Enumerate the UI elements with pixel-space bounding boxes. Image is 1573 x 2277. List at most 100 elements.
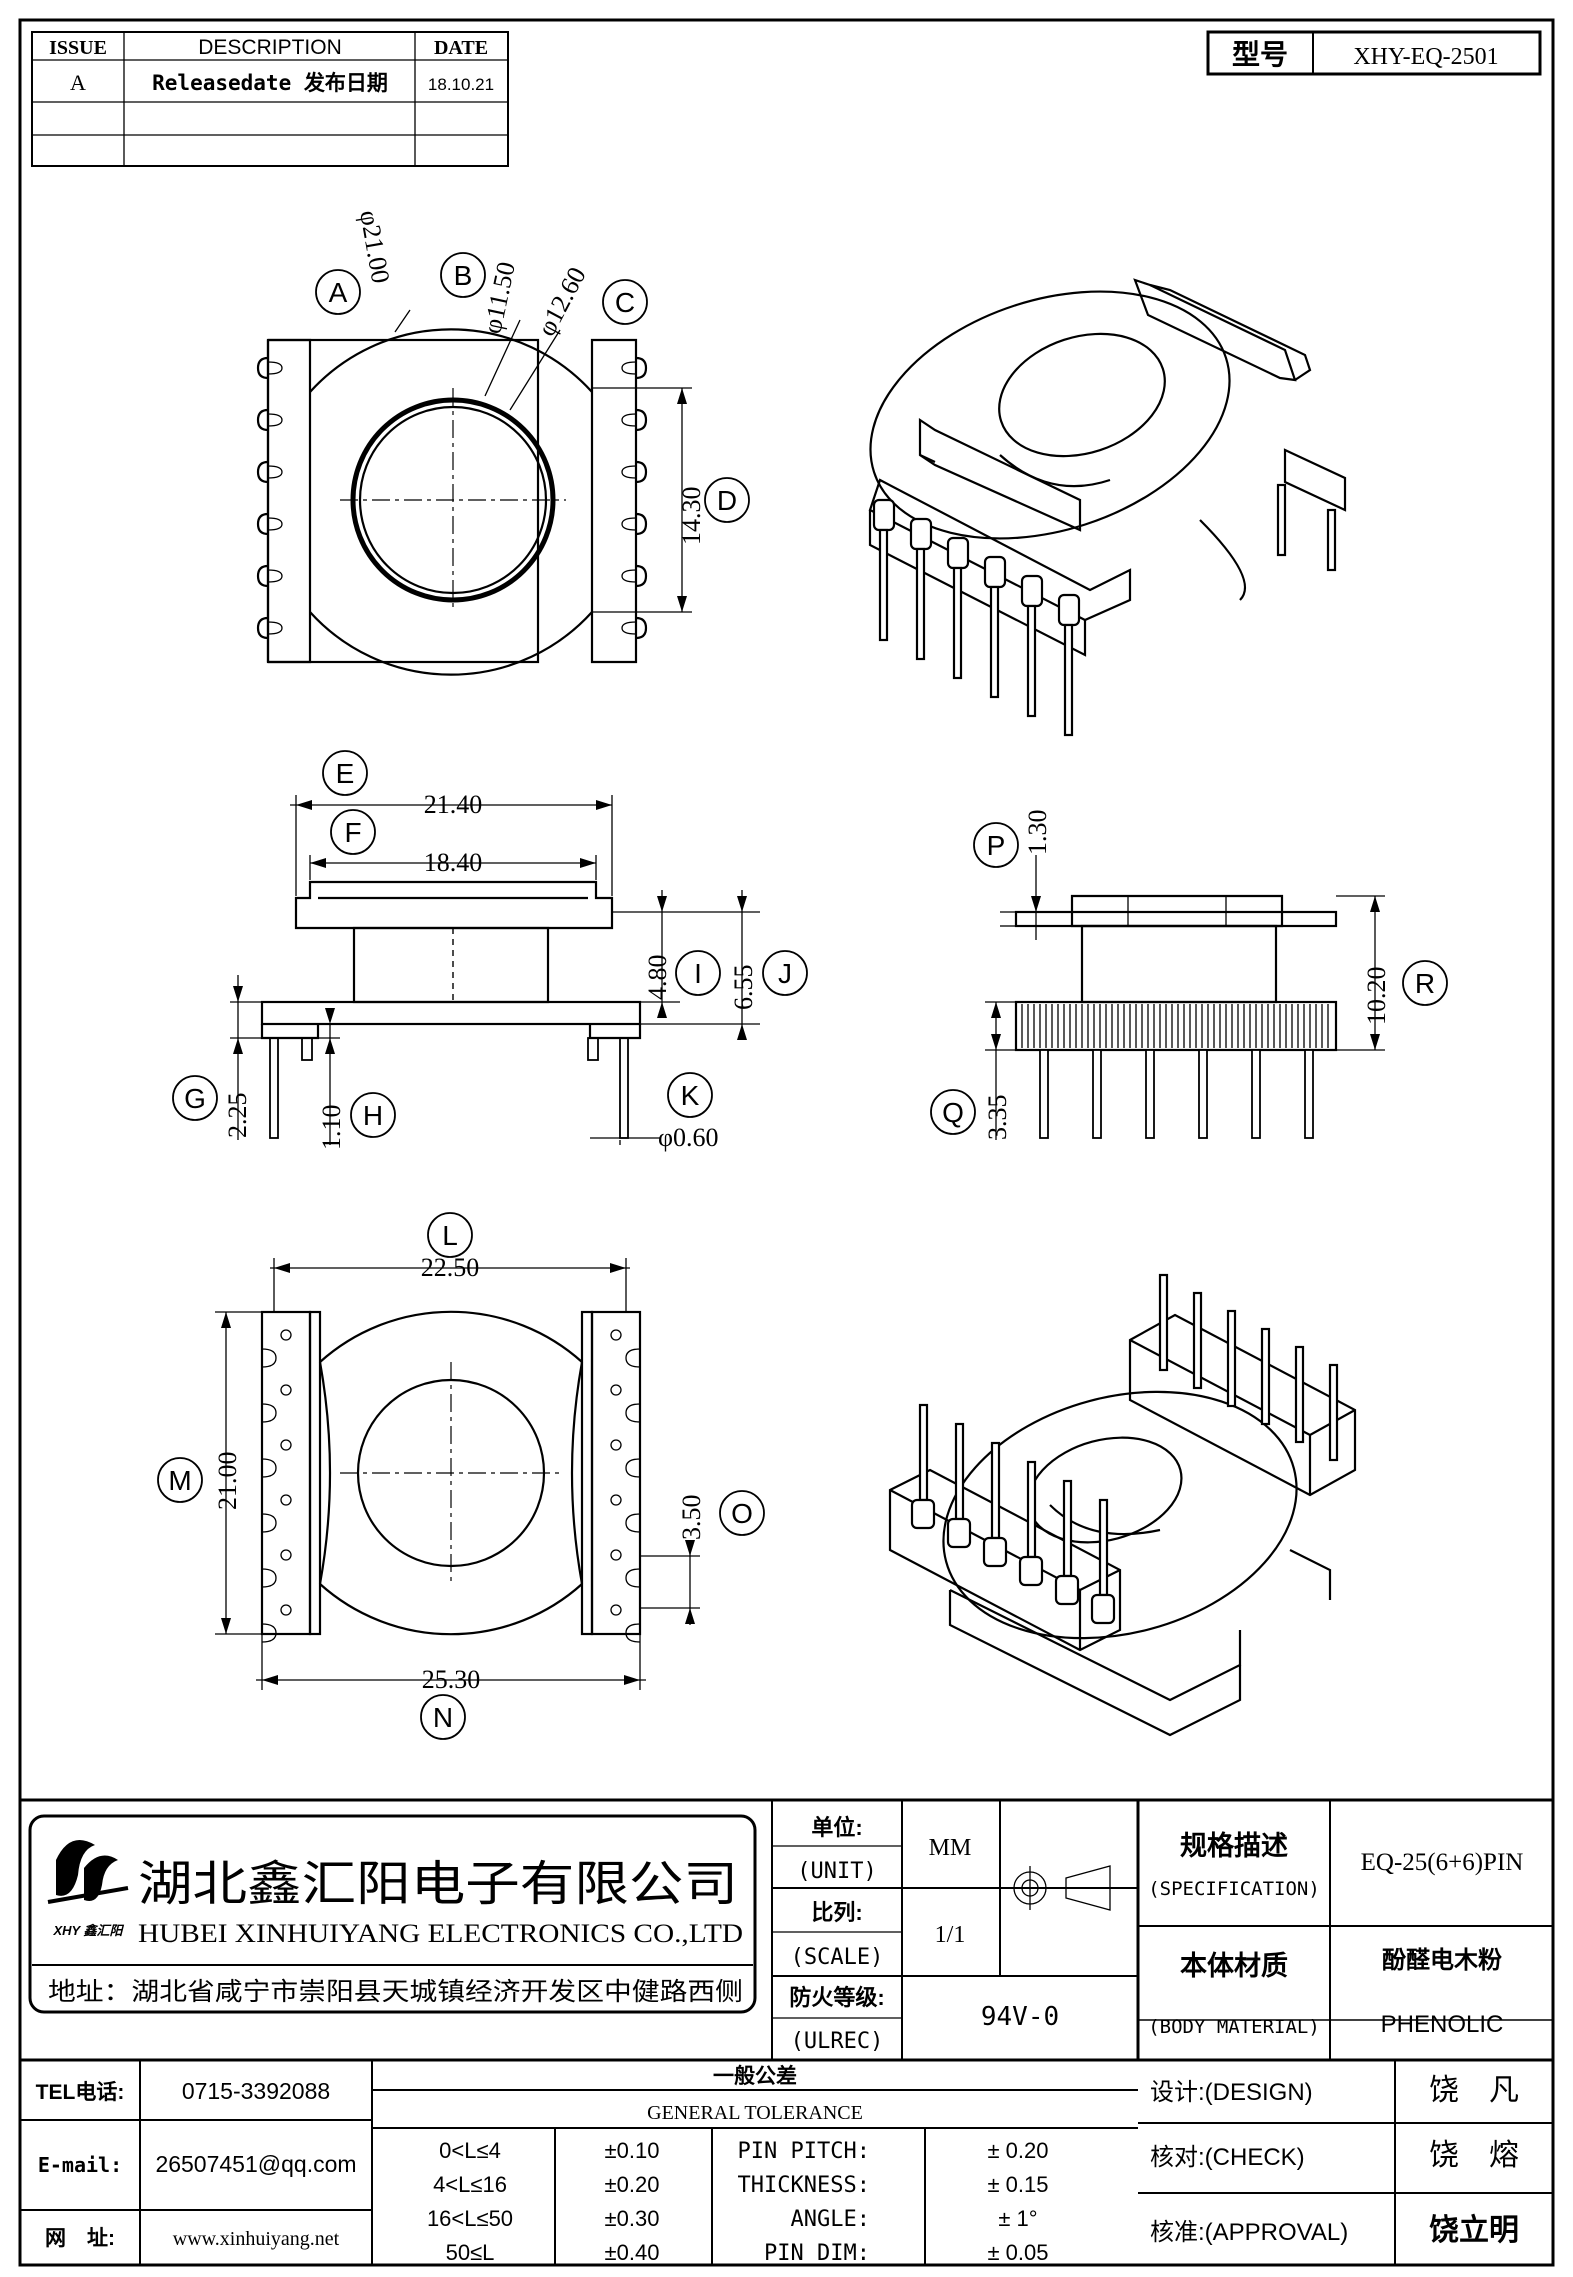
tolerance-val: ± 1° [998,2206,1037,2231]
comb-tooth [256,460,269,484]
comb-notch [267,621,283,635]
pin-hole [610,1329,622,1341]
label-letter-D: D [717,485,737,516]
tolerance-range: 4<L≤16 [433,2172,507,2197]
label-circle-R [1402,960,1448,1006]
material-value-en: PHENOLIC [1381,2011,1504,2038]
dim-A: φ21.00 [354,208,395,285]
label-letter-H: H [363,1100,383,1131]
rev-row-issue: A [70,70,86,95]
pin-hole [280,1329,292,1341]
web-value: www.xinhuiyang.net [173,2228,340,2250]
comb-notch [261,1458,277,1478]
pin-hole [280,1439,292,1451]
rev-header-issue: ISSUE [49,37,107,59]
label-letter-A: A [329,277,348,308]
dim-Q: 3.35 [983,1095,1012,1141]
comb-tooth [256,564,269,588]
pin-slot [982,1536,1008,1568]
pin-hole [280,1549,292,1561]
tolerance-tol: ±0.20 [605,2172,660,2197]
unit-label-cn: 单位: [811,1815,862,1840]
dim-N: 25.30 [422,1665,481,1694]
model-value: XHY-EQ-2501 [1353,44,1498,70]
tolerance-range: 50≤L [446,2240,495,2265]
pin [915,547,926,661]
pin-hole [610,1494,622,1506]
comb-notch [261,1348,277,1368]
pin-slot [946,536,970,570]
dim-P: 1.30 [1023,810,1052,856]
pin [954,1422,965,1521]
material-label-cn: 本体材质 [1180,1951,1288,1981]
material-value-cn: 酚醛电木粉 [1382,1947,1502,1974]
pin-slot [910,1498,936,1530]
tolerance-val: ± 0.05 [987,2240,1048,2265]
label-letter-O: O [731,1498,753,1529]
dim-H: 1.10 [317,1105,346,1151]
pin-hole [610,1604,622,1616]
label-circle-D [704,477,750,523]
label-letter-Q: Q [942,1097,964,1128]
pin-slot [1090,1593,1116,1625]
revision-table: ISSUE DESCRIPTION DATE A Releasedate 发布日… [31,31,509,167]
tolerance-range: 0<L≤4 [439,2138,501,2163]
label-circle-C [602,279,648,325]
label-circle-M [157,1457,203,1503]
company-logo: XHY 鑫汇阳 [47,1840,129,1938]
comb-notch [621,361,637,375]
pin [1192,1291,1203,1390]
pin-slot [909,517,933,551]
comb-notch [625,1568,641,1588]
scale-value: 1/1 [935,1922,966,1948]
dim-R: 10.20 [1362,967,1391,1026]
label-letter-N: N [433,1702,453,1733]
pin [1026,1460,1037,1559]
company-name-cn: 湖北鑫汇阳电子有限公司 [138,1858,738,1911]
comb-tooth [635,408,648,432]
pin [1198,1049,1208,1139]
comb-notch [261,1623,277,1643]
pin [1039,1049,1049,1139]
label-circle-I [675,950,721,996]
pin-slot [1057,593,1081,627]
pin [1226,1309,1237,1408]
comb-tooth [256,616,269,640]
label-letter-R: R [1415,968,1435,999]
bottom-view: 22.50 21.00 25.30 3.50 [213,1253,706,1694]
approval-value: 饶立明 [1429,2213,1519,2247]
web-label: 网 址: [45,2227,115,2250]
pin [1098,1498,1109,1597]
dim-D: 14.30 [677,487,706,546]
pin [1260,1327,1271,1426]
label-circle-F [330,809,376,855]
check-value: 饶 熔 [1429,2139,1519,2172]
pin-slot [1020,574,1044,608]
pin [1158,1273,1169,1372]
dim-G: 2.25 [223,1093,252,1139]
pin [1063,623,1074,737]
tolerance-tol: ±0.30 [605,2206,660,2231]
pin-hole [610,1549,622,1561]
comb-notch [267,517,283,531]
dim-J: 6.55 [729,965,758,1011]
pin [918,1403,929,1502]
spec-label-en: (SPECIFICATION) [1148,1878,1320,1900]
label-letter-C: C [615,287,635,318]
pin-hole [610,1384,622,1396]
sheet-border [18,18,1555,2267]
tolerance-tol: ±0.10 [605,2138,660,2163]
comb-tooth [635,512,648,536]
pin [1251,1049,1261,1139]
comb-notch [261,1568,277,1588]
label-letter-I: I [694,958,702,989]
label-letter-P: P [987,830,1006,861]
fire-label-cn: 防火等级: [789,1985,884,2010]
rev-header-description: DESCRIPTION [198,36,342,59]
model-box: 型号 XHY-EQ-2501 [1206,30,1542,76]
label-circle-O [719,1490,765,1536]
pin-slot [1054,1574,1080,1606]
